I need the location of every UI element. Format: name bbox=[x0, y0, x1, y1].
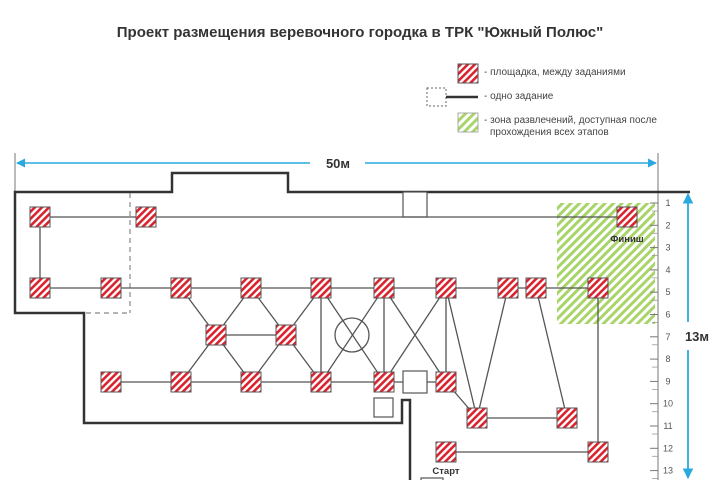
platform bbox=[170, 277, 192, 299]
platforms bbox=[29, 206, 638, 463]
width-label: 50м bbox=[326, 156, 350, 171]
platform bbox=[240, 371, 262, 393]
legend-label-zone-2: прохождения всех этапов bbox=[490, 127, 609, 138]
ruler-label: 7 bbox=[665, 332, 670, 342]
platform bbox=[587, 441, 609, 463]
platform bbox=[29, 277, 51, 299]
legend-label-platform: - площадка, между заданиями bbox=[484, 67, 626, 78]
task-box bbox=[420, 477, 444, 480]
platform bbox=[275, 324, 297, 346]
ruler-label: 5 bbox=[665, 287, 670, 297]
ruler-label: 1 bbox=[665, 198, 670, 208]
platform bbox=[29, 206, 51, 228]
platform bbox=[587, 277, 609, 299]
ruler-label: 3 bbox=[665, 243, 670, 253]
ruler-label: 12 bbox=[663, 443, 673, 453]
height-label: 13м bbox=[685, 329, 709, 344]
ruler-label: 2 bbox=[665, 220, 670, 230]
legend-zone-swatch bbox=[457, 112, 479, 133]
platform bbox=[525, 277, 547, 299]
platform bbox=[435, 277, 457, 299]
building-wall-top bbox=[13, 171, 690, 480]
platform bbox=[170, 371, 192, 393]
platform bbox=[556, 407, 578, 429]
task-box bbox=[402, 370, 428, 394]
legend-label-zone-1: - зона развлечений, доступная после bbox=[484, 115, 657, 126]
rope-line bbox=[383, 287, 447, 383]
rope-line bbox=[320, 287, 385, 383]
ruler-label: 4 bbox=[665, 265, 670, 275]
ruler-label: 13 bbox=[663, 466, 673, 476]
round-obstacle bbox=[334, 317, 370, 353]
platform bbox=[205, 324, 227, 346]
platform bbox=[497, 277, 519, 299]
ruler-label: 8 bbox=[665, 354, 670, 364]
wall-column-box bbox=[402, 191, 428, 218]
legend-task-swatch bbox=[426, 87, 447, 107]
start-label: Старт bbox=[432, 466, 459, 477]
rope-line bbox=[445, 287, 478, 419]
start-platform bbox=[435, 441, 457, 463]
ruler-label: 9 bbox=[665, 376, 670, 386]
platform bbox=[435, 371, 457, 393]
rope-line bbox=[476, 287, 509, 419]
platform bbox=[310, 277, 332, 299]
ruler-label: 10 bbox=[663, 399, 673, 409]
platform bbox=[373, 371, 395, 393]
platform bbox=[100, 277, 122, 299]
platform bbox=[240, 277, 262, 299]
entertainment-zone bbox=[557, 203, 655, 324]
legend-platform-swatch bbox=[457, 63, 479, 84]
platform bbox=[310, 371, 332, 393]
platform bbox=[466, 407, 488, 429]
rope-line bbox=[535, 287, 568, 419]
platform bbox=[135, 206, 157, 228]
legend-label-task: - одно задание bbox=[484, 91, 554, 102]
finish-platform bbox=[616, 206, 638, 228]
platform bbox=[373, 277, 395, 299]
finish-label: Финиш bbox=[610, 234, 644, 245]
platform bbox=[100, 371, 122, 393]
ruler-label: 6 bbox=[665, 310, 670, 320]
rope-lines bbox=[39, 216, 627, 453]
task-box bbox=[373, 397, 394, 418]
ruler-label: 11 bbox=[663, 421, 672, 431]
page-title: Проект размещения веревочного городка в … bbox=[116, 24, 604, 41]
